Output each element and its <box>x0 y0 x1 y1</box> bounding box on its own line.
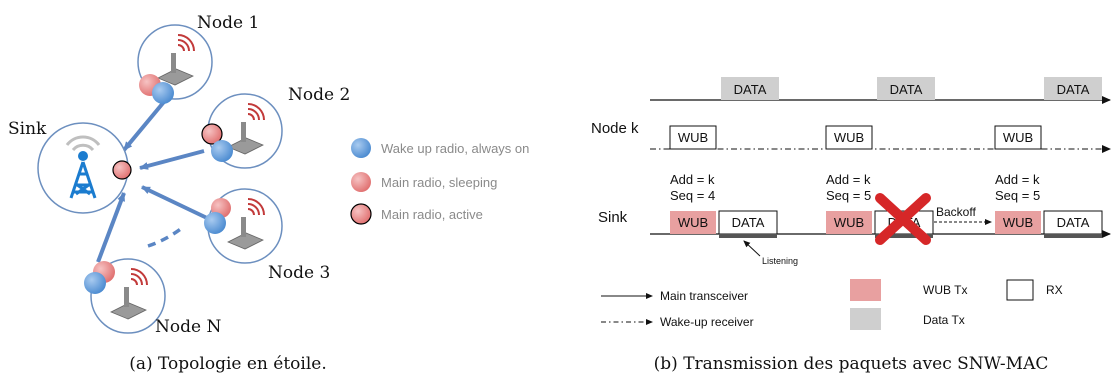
nodek-wub-rx-1 <box>669 125 717 150</box>
arrow-node3-to-sink <box>141 185 208 220</box>
nodek-data-tx-2 <box>877 77 935 100</box>
sink-node <box>37 122 132 214</box>
node-2-label: Node 2 <box>288 85 350 105</box>
sensor-board-icon <box>227 103 265 155</box>
nodeN-wake-radio <box>84 272 106 294</box>
annotation-seq-2: Seq = 5 <box>826 188 871 203</box>
sensor-board-icon <box>227 198 265 250</box>
legend-data-tx-swatch <box>850 308 881 330</box>
arrow-nodeN-to-sink <box>96 192 126 263</box>
node2-wake-radio <box>211 140 233 162</box>
nodek-data-tx-3 <box>1044 77 1102 100</box>
sink-wub-label-1: WUB <box>678 215 708 230</box>
annotation-addr-2: Add = k <box>826 172 871 187</box>
nodek-wub-label-3: WUB <box>1003 130 1033 145</box>
annotation-seq-3: Seq = 5 <box>995 188 1040 203</box>
sink-listening-bar-1 <box>719 234 777 238</box>
listening-label: Listening <box>762 256 798 266</box>
collision-cross-icon <box>875 193 931 245</box>
nodek-data-label-1: DATA <box>734 82 767 97</box>
sink-listening-bar-3 <box>1044 234 1102 238</box>
timing-legend: Main transceiver Wake-up receiver WUB Tx… <box>601 279 1063 330</box>
legend-sleep-swatch <box>351 172 371 192</box>
caption-b: (b) Transmission des paquets avec SNW-MA… <box>654 354 1049 374</box>
node-1-label: Node 1 <box>197 13 259 33</box>
sink-wub-tx-3 <box>995 211 1041 234</box>
nodek-data-label-2: DATA <box>890 82 923 97</box>
dashed-link-more-nodes <box>147 226 184 248</box>
nodek-wub-rx-2 <box>825 125 873 150</box>
legend-data-tx-label: Data Tx <box>923 313 965 327</box>
tower-icon <box>65 135 101 199</box>
node-n-label: Node N <box>155 317 221 337</box>
node-1 <box>137 24 213 104</box>
sensor-board-icon <box>110 268 148 320</box>
sink-listening-bar-2 <box>875 234 933 238</box>
caption-a: (a) Topologie en étoile. <box>129 354 327 374</box>
nodek-wub-label-1: WUB <box>678 130 708 145</box>
node1-wake-radio <box>152 82 174 104</box>
node-k-label: Node k <box>591 120 639 137</box>
legend-wakeup-label: Wake-up receiver <box>660 315 754 329</box>
topology-legend: Wake up radio, always on Main radio, sle… <box>350 138 529 225</box>
nodek-data-tx-1 <box>721 77 779 100</box>
legend-rx-swatch <box>1006 279 1034 301</box>
legend-rx-label: RX <box>1046 283 1063 297</box>
sink-wub-label-2: WUB <box>834 215 864 230</box>
legend-wub-tx-swatch <box>850 279 881 301</box>
nodek-wub-label-2: WUB <box>834 130 864 145</box>
annotation-addr-3: Add = k <box>995 172 1040 187</box>
legend-wake-swatch <box>351 138 371 158</box>
timing-diagram: DATA DATA DATA Node k WUB WUB WUB Sink A… <box>591 77 1111 374</box>
node-2 <box>201 93 283 169</box>
legend-sleep-label: Main radio, sleeping <box>381 175 497 190</box>
legend-wake-label: Wake up radio, always on <box>381 141 529 156</box>
annotation-seq-1: Seq = 4 <box>670 188 715 203</box>
listening-pointer <box>743 240 761 257</box>
node3-wake-radio <box>204 212 226 234</box>
legend-wub-tx-label: WUB Tx <box>923 283 967 297</box>
sink-main-radio-active <box>112 160 132 180</box>
legend-active-swatch <box>350 203 372 225</box>
sink-data-label-3: DATA <box>1057 215 1090 230</box>
legend-active-label: Main radio, active <box>381 207 483 222</box>
legend-main-transceiver-label: Main transceiver <box>660 289 748 303</box>
sink-wub-tx-2 <box>826 211 872 234</box>
node-3 <box>204 188 283 264</box>
sink-timeline-label: Sink <box>598 209 628 226</box>
annotation-addr-1: Add = k <box>670 172 715 187</box>
arrow-node1-to-sink <box>122 95 170 152</box>
sink-data-label-1: DATA <box>732 215 765 230</box>
arrow-node2-to-sink <box>139 149 205 170</box>
nodek-data-label-3: DATA <box>1057 82 1090 97</box>
sink-wub-label-3: WUB <box>1003 215 1033 230</box>
nodek-wub-rx-3 <box>994 125 1042 150</box>
sensor-board-icon <box>157 34 195 86</box>
node-n <box>84 258 166 334</box>
sink-label: Sink <box>8 119 47 139</box>
backoff-label: Backoff <box>936 205 976 219</box>
sink-wub-tx-1 <box>670 211 716 234</box>
node2-main-radio-active <box>201 123 223 145</box>
node-3-label: Node 3 <box>268 263 330 283</box>
topology-diagram: Sink Node 1 Node 2 <box>8 13 529 374</box>
